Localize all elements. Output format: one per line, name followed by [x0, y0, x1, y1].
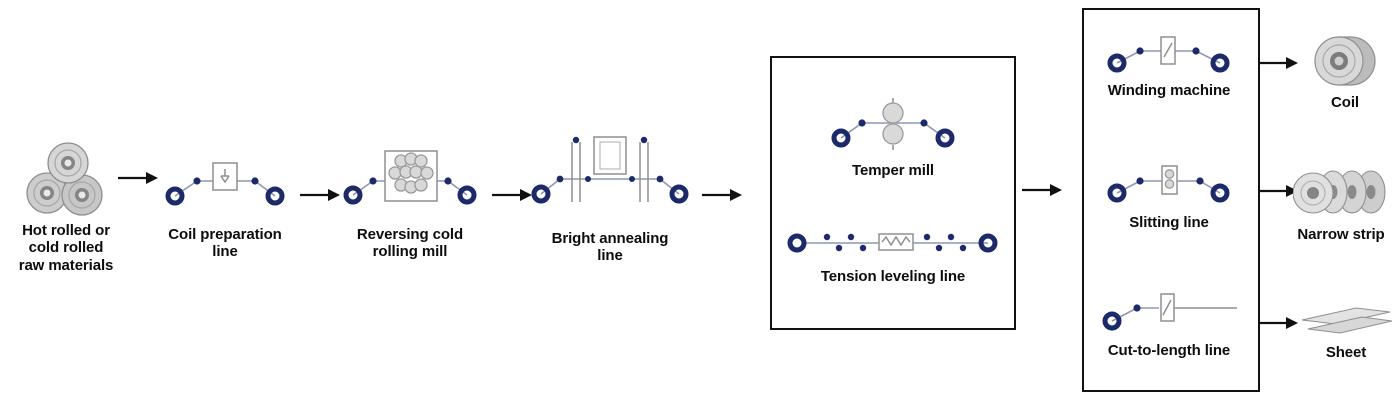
coil-preparation-label: Coil preparation line [168, 226, 282, 261]
temper-mill-label: Temper mill [852, 162, 934, 179]
flow-arrow-4 [702, 189, 742, 201]
bright-annealing-icon [531, 136, 689, 204]
winding-machine-icon [1107, 36, 1230, 73]
cut-to-length-label: Cut-to-length line [1107, 342, 1231, 359]
output-arrow-narrow-strip [1260, 185, 1298, 197]
coil-output-icon [1314, 36, 1376, 86]
stage-slitting-line: Slitting line [1104, 164, 1234, 231]
sheet-label: Sheet [1325, 344, 1367, 361]
narrow-strip-label: Narrow strip [1297, 226, 1385, 243]
stage-bright-annealing: Bright annealing line [528, 132, 692, 265]
slitting-line-icon [1107, 165, 1230, 203]
output-sheet: Sheet [1296, 298, 1396, 361]
sheet-icon [1301, 307, 1393, 334]
temper-mill-icon [831, 98, 955, 150]
cut-to-length-icon [1102, 293, 1237, 331]
narrow-strip-icon [1293, 170, 1386, 214]
flow-arrow-1 [118, 172, 158, 184]
flow-arrow-2 [300, 189, 340, 201]
tension-leveling-label: Tension leveling line [820, 268, 966, 285]
stage-reversing-mill: Reversing cold rolling mill [338, 148, 482, 261]
output-arrow-sheet [1260, 317, 1298, 329]
stage-raw-materials: Hot rolled or cold rolled raw materials [8, 140, 124, 274]
stage-tension-leveling: Tension leveling line [787, 220, 999, 285]
stage-temper-mill: Temper mill [828, 96, 958, 179]
coil-preparation-icon [165, 162, 285, 206]
reversing-mill-icon [343, 150, 477, 205]
bright-annealing-label: Bright annealing line [551, 230, 669, 265]
raw-material-coils-icon [26, 142, 103, 216]
temper-tension-group-box: Temper mill Tension leveling line [770, 56, 1016, 330]
reversing-mill-label: Reversing cold rolling mill [356, 226, 464, 261]
winding-machine-label: Winding machine [1107, 82, 1231, 99]
output-coil: Coil [1300, 32, 1390, 111]
tension-leveling-icon [787, 233, 998, 253]
flow-arrow-3 [492, 189, 532, 201]
stage-winding-machine: Winding machine [1104, 34, 1234, 99]
coil-output-label: Coil [1331, 94, 1359, 111]
output-narrow-strip: Narrow strip [1286, 164, 1396, 243]
flow-arrow-5 [1022, 184, 1062, 196]
slitting-line-label: Slitting line [1129, 214, 1209, 231]
output-arrow-coil [1260, 57, 1298, 69]
stage-coil-preparation: Coil preparation line [158, 160, 292, 261]
finishing-group-box: Winding machine Slitting line [1082, 8, 1260, 392]
raw-materials-label: Hot rolled or cold rolled raw materials [18, 222, 114, 274]
stage-cut-to-length: Cut-to-length line [1099, 290, 1239, 359]
